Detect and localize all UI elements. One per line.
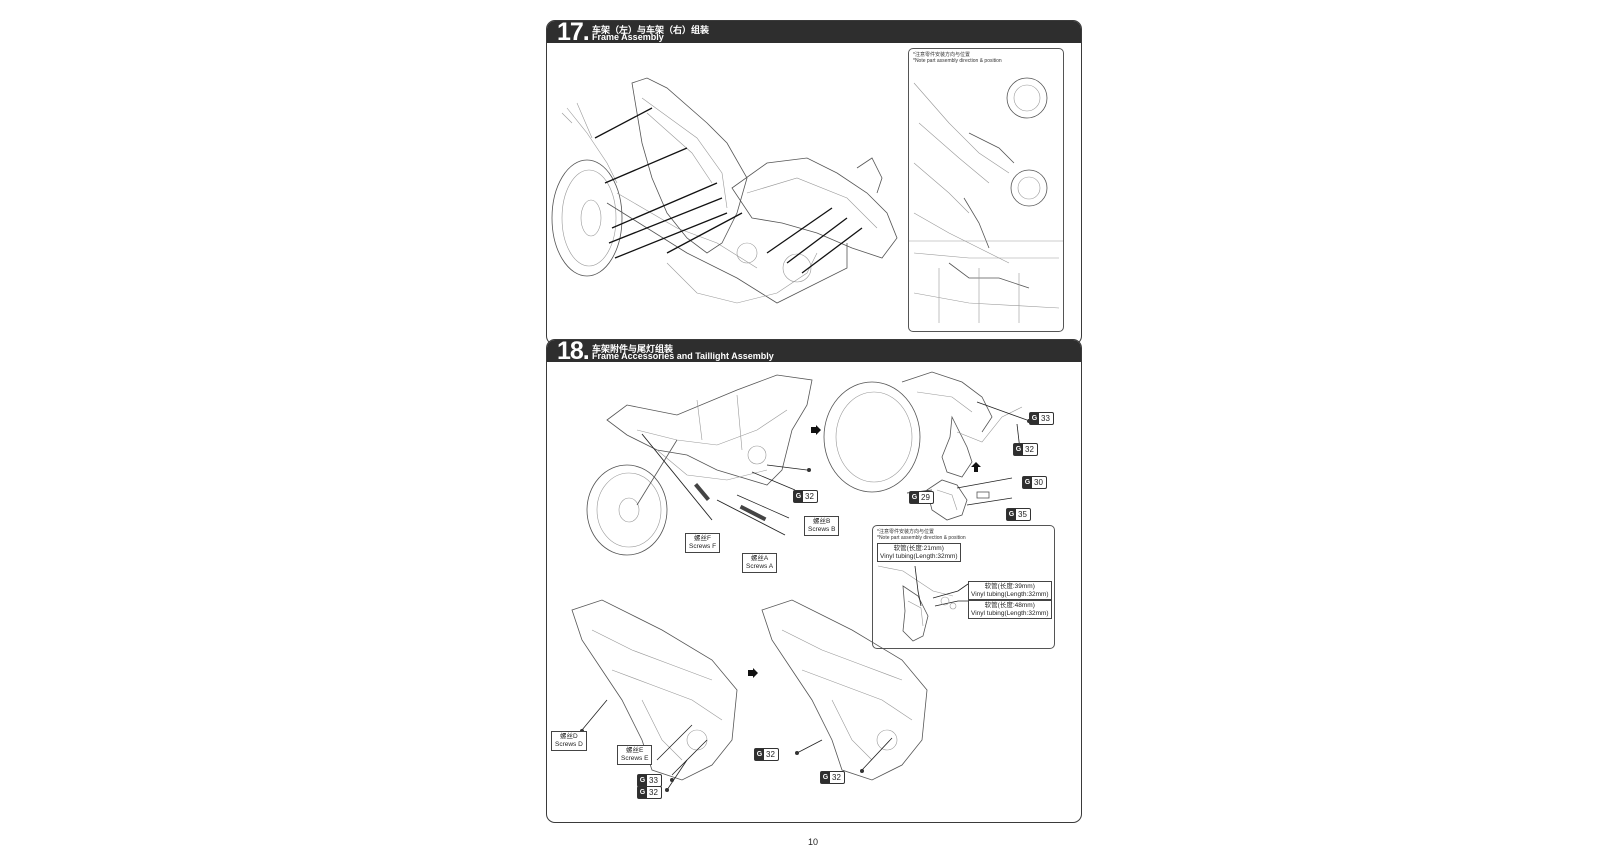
- step-number: 17.: [557, 20, 590, 46]
- inset-note-cn: *注意零件安装方向与位置: [877, 529, 934, 535]
- step-title-cn: 车架（左）与车架（右）组装: [592, 25, 710, 35]
- frame-assembly-illustration: [551, 77, 898, 304]
- instruction-page: 17. 车架（左）与车架（右）组装 Frame Assembly: [546, 20, 1082, 847]
- inset-note-en: *Note part assembly direction & position: [913, 58, 1002, 64]
- inset-note-cn: *注意零件安装方向与位置: [913, 52, 970, 58]
- tubing-label-48mm: 软管(长度:48mm) Vinyl tubing(Length:32mm): [968, 600, 1052, 619]
- tubing-detail-illustration: [877, 565, 969, 642]
- frame-completed-illustration: [761, 599, 928, 781]
- step-17-header: 17. 车架（左）与车架（右）组装 Frame Assembly: [547, 21, 1081, 46]
- tubing-label-21mm: 软管(长度:21mm) Vinyl tubing(Length:32mm): [877, 543, 961, 562]
- step-number: 18.: [557, 339, 590, 365]
- page-number: 10: [807, 837, 818, 847]
- next-step-arrow-icon: [811, 425, 821, 435]
- tubing-label-39mm: 软管(长度:39mm) Vinyl tubing(Length:32mm): [968, 581, 1052, 600]
- step-title-en: Frame Assembly: [592, 32, 664, 42]
- step-18-header: 18. 车架附件与尾灯组装 Frame Accessories and Tail…: [547, 340, 1081, 365]
- step-17-panel: 17. 车架（左）与车架（右）组装 Frame Assembly: [546, 20, 1082, 345]
- frame-left-side-illustration: [586, 374, 813, 556]
- screws-d-label: 螺丝D Screws D: [551, 731, 587, 751]
- inset-note-en: *Note part assembly direction & position: [877, 535, 966, 541]
- screws-e-label: 螺丝E Screws E: [617, 745, 653, 765]
- screws-b-label: 螺丝B Screws B: [804, 516, 840, 536]
- next-step-arrow-icon: [748, 668, 758, 678]
- step-17-inset: *注意零件安装方向与位置 *Note part assembly directi…: [908, 48, 1064, 332]
- step-title-cn: 车架附件与尾灯组装: [592, 344, 674, 354]
- frame-right-side-illustration: [571, 599, 738, 792]
- step-title-en: Frame Accessories and Taillight Assembly: [592, 351, 774, 361]
- step-18-inset: *注意零件安装方向与位置 *Note part assembly directi…: [872, 525, 1055, 649]
- screws-f-label: 螺丝F Screws F: [685, 533, 721, 553]
- inset-detail-illustration: [909, 77, 1063, 323]
- taillight-sub-assembly-illustration: [906, 477, 1013, 521]
- step-18-panel: 18. 车架附件与尾灯组装 Frame Accessories and Tail…: [546, 339, 1082, 823]
- screws-a-label: 螺丝A Screws A: [742, 553, 778, 573]
- up-arrow-icon: [971, 462, 981, 472]
